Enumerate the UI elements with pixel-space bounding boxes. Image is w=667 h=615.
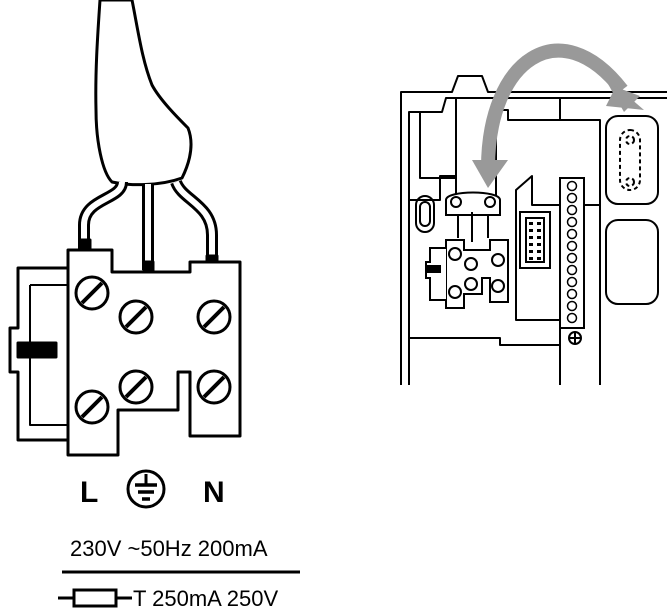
wire-live-inner (81, 181, 125, 250)
terminal-body (66, 248, 242, 457)
fuse-icon (58, 588, 132, 608)
rating-text: 230V ~50Hz 200mA (70, 536, 268, 561)
fuse-text: T 250mA 250V (133, 586, 278, 611)
screw-bottom-middle (118, 369, 154, 405)
screw-top-right (196, 299, 232, 335)
screw-top-left (74, 275, 110, 311)
screw-bottom-left (74, 389, 110, 425)
mount-recess-lower (605, 219, 659, 305)
screw-bottom-right (196, 369, 232, 405)
label-live: L (80, 476, 98, 509)
mount-slot-left (415, 195, 435, 233)
housing-terminal-block (425, 191, 509, 309)
housing-earth-icon (568, 331, 582, 345)
terminal-block (8, 248, 242, 457)
power-cable (78, 0, 219, 276)
move-arrow (472, 43, 644, 188)
connector-header (519, 211, 551, 269)
latch-tab (16, 341, 58, 359)
terminal-strip (559, 177, 585, 345)
wire-neutral-inner (173, 180, 215, 262)
label-neutral: N (203, 476, 225, 509)
housing-outline (400, 75, 667, 385)
mount-target-dashed (619, 129, 641, 191)
protective-earth-icon (126, 469, 166, 509)
cable-sheath (94, 0, 193, 187)
device-housing (400, 75, 667, 385)
mount-recess-upper (605, 115, 659, 205)
screw-top-middle (118, 299, 154, 335)
